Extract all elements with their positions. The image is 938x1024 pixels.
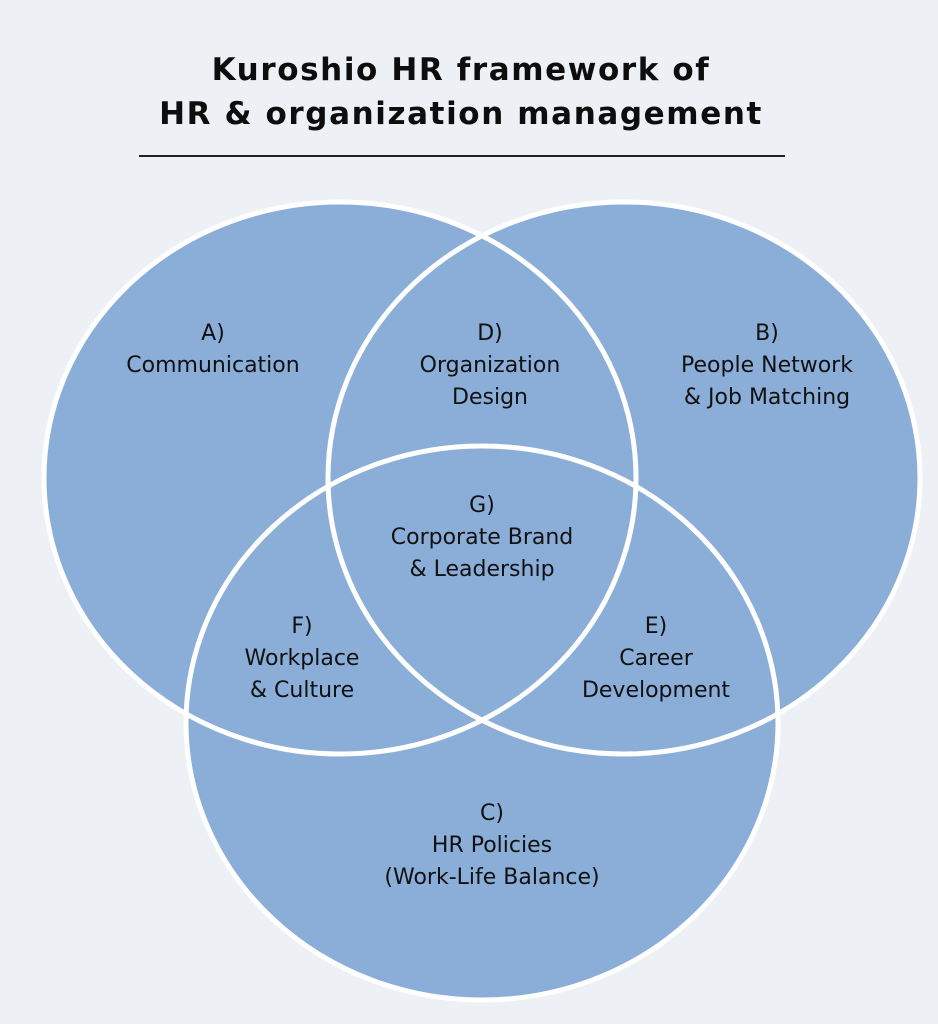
diagram-title: Kuroshio HR framework of HR & organizati… [0,48,922,136]
region-c-line-2: (Work-Life Balance) [384,865,600,890]
region-e-line-2: Development [581,678,731,703]
region-d-label: D) Organization Design [420,318,561,414]
region-a-label: A) Communication [126,318,299,382]
circle-c-outline [183,443,781,1003]
title-underline [139,155,785,157]
region-f-label: F) Workplace & Culture [245,611,360,707]
region-f-line-2: & Culture [249,678,355,703]
region-f-letter: F) [291,614,313,639]
region-b-label: B) People Network & Job Matching [681,318,853,414]
region-e-label: E) Career Development [582,611,730,707]
region-g-line-1: Corporate Brand [390,525,574,550]
title-line-2: HR & organization management [159,96,763,132]
region-e-line-1: Career [619,646,693,671]
region-b-letter: B) [755,321,779,346]
region-d-line-2: Design [452,385,528,410]
region-g-line-2: & Leadership [409,557,555,582]
region-d-letter: D) [477,321,503,346]
title-line-1: Kuroshio HR framework of [211,52,711,88]
region-f-line-1: Workplace [244,646,360,671]
region-a-letter: A) [201,321,225,346]
circle-b-outline [325,199,923,757]
region-c-line-1: HR Policies [431,833,553,858]
region-b-line-2: & Job Matching [683,385,851,410]
region-d-line-1: Organization [419,353,561,378]
region-g-letter: G) [469,493,495,518]
region-c-letter: C) [480,801,504,826]
region-g-label: G) Corporate Brand & Leadership [391,490,574,586]
circle-a-outline [41,199,639,757]
region-c-label: C) HR Policies (Work-Life Balance) [384,798,599,894]
region-b-line-1: People Network [681,353,853,378]
region-a-line-1: Communication [126,353,300,378]
region-e-letter: E) [644,614,668,639]
